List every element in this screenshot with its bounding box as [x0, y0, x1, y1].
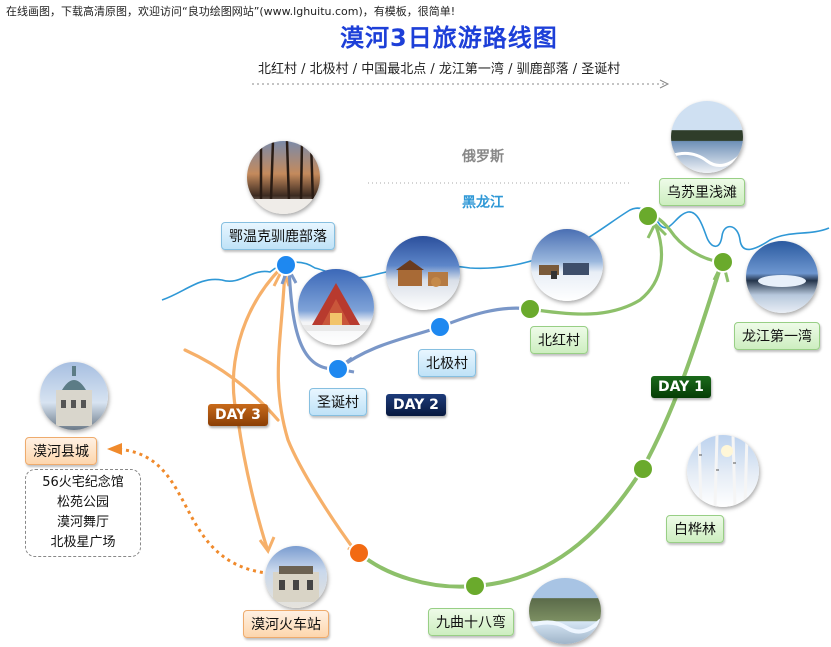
label-baihualin[interactable]: 白桦林 [666, 515, 724, 543]
day2-route-up [287, 267, 337, 371]
day1-route-to-beihong [529, 225, 664, 316]
node-baihualin[interactable] [632, 458, 654, 480]
county-station-link [111, 447, 267, 575]
page-title: 漠河3日旅游路线图 [340, 24, 558, 52]
village-photo-icon [531, 229, 603, 301]
county-link-arrowhead [107, 443, 122, 455]
day2-badge: DAY 2 [386, 394, 446, 416]
node-start[interactable] [348, 542, 370, 564]
label-station[interactable]: 漠河火车站 [243, 610, 329, 638]
node-ewenke[interactable] [275, 254, 297, 276]
river-bend-photo-icon [746, 241, 818, 313]
cabin-photo-icon [386, 236, 460, 310]
node-beiji[interactable] [429, 316, 451, 338]
region-river: 黑龙江 [462, 195, 504, 211]
label-shengdan[interactable]: 圣诞村 [309, 388, 367, 416]
page-subtitle: 北红村 / 北极村 / 中国最北点 / 龙江第一湾 / 驯鹿部落 / 圣诞村 [258, 62, 621, 77]
sight-item: 松苑公园 [56, 495, 109, 510]
sight-item: 北极星广场 [50, 535, 116, 550]
valley-photo-icon [529, 578, 601, 644]
region-russia: 俄罗斯 [462, 149, 504, 165]
node-jiuqu[interactable] [464, 575, 486, 597]
day1-badge: DAY 1 [651, 376, 711, 398]
day3-arrowhead-station [258, 536, 276, 555]
marsh-photo-icon [671, 101, 743, 173]
node-wusuli[interactable] [637, 205, 659, 227]
birch-photo-icon [687, 435, 759, 507]
day3-badge: DAY 3 [208, 404, 268, 426]
label-beihong[interactable]: 北红村 [530, 326, 588, 354]
label-jiuqu[interactable]: 九曲十八弯 [428, 608, 514, 636]
sight-item: 56火宅纪念馆 [42, 475, 124, 490]
forest-photo-icon [247, 141, 320, 214]
day3-route-from-station [276, 266, 358, 554]
node-beihong[interactable] [519, 298, 541, 320]
label-ewenke[interactable]: 鄂温克驯鹿部落 [221, 222, 335, 250]
label-wusuli[interactable]: 乌苏里浅滩 [659, 178, 745, 206]
node-longjiang[interactable] [712, 251, 734, 273]
node-shengdan[interactable] [327, 358, 349, 380]
house-photo-icon [298, 269, 374, 345]
station-photo-icon [265, 546, 327, 608]
label-longjiang[interactable]: 龙江第一湾 [734, 322, 820, 350]
label-county[interactable]: 漠河县城 [25, 437, 97, 465]
header-arrow [659, 79, 670, 89]
label-beiji[interactable]: 北极村 [418, 349, 476, 377]
watermark-text: 在线画图，下载高清原图，欢迎访问“良功绘图网站”(www.lghuitu.com… [6, 5, 456, 18]
day1-route [357, 260, 724, 589]
sight-item: 漠河舞厅 [56, 515, 109, 530]
county-sights-list: 56火宅纪念馆 松苑公园 漠河舞厅 北极星广场 [25, 469, 141, 557]
day3-route-branch [183, 348, 280, 422]
church-photo-icon [40, 362, 108, 430]
